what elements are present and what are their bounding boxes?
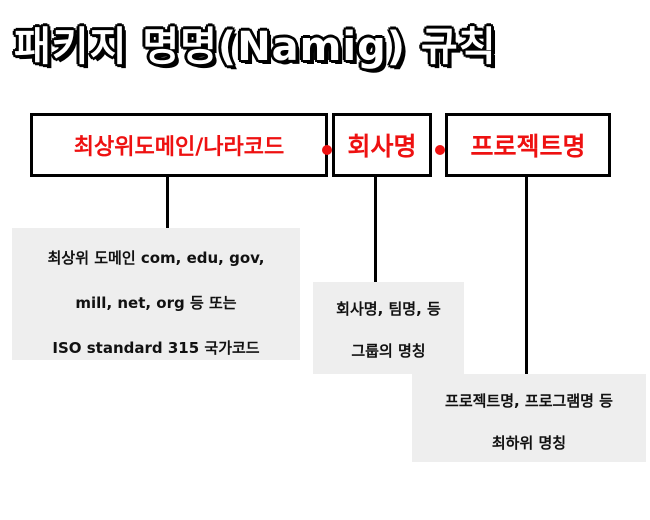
project-description-line: 최하위 명칭 bbox=[491, 434, 567, 452]
company-description-line: 그룹의 명칭 bbox=[351, 342, 426, 360]
project-description: 프로젝트명, 프로그램명 등 최하위 명칭 bbox=[412, 374, 646, 462]
separator-dot-2 bbox=[435, 145, 445, 155]
company-box: 회사명 bbox=[332, 113, 432, 177]
separator-dot-1 bbox=[322, 145, 332, 155]
company-description: 회사명, 팀명, 등 그룹의 명칭 bbox=[313, 282, 464, 374]
tld-description-line: ISO standard 315 국가코드 bbox=[52, 339, 260, 357]
tld-description: 최상위 도메인 com, edu, gov, mill, net, org 등 … bbox=[12, 228, 300, 360]
project-description-line: 프로젝트명, 프로그램명 등 bbox=[445, 392, 613, 410]
company-description-line: 회사명, 팀명, 등 bbox=[336, 300, 441, 318]
tld-description-line: mill, net, org 등 또는 bbox=[75, 294, 237, 312]
tld-box: 최상위도메인/나라코드 bbox=[30, 113, 328, 177]
project-connector-line bbox=[525, 177, 528, 374]
company-connector-line bbox=[374, 177, 377, 282]
tld-connector-line bbox=[166, 177, 169, 228]
project-box: 프로젝트명 bbox=[445, 113, 611, 177]
tld-description-line: 최상위 도메인 com, edu, gov, bbox=[47, 249, 265, 267]
page-title: 패키지 명명(Namig) 규칙 bbox=[14, 24, 497, 70]
